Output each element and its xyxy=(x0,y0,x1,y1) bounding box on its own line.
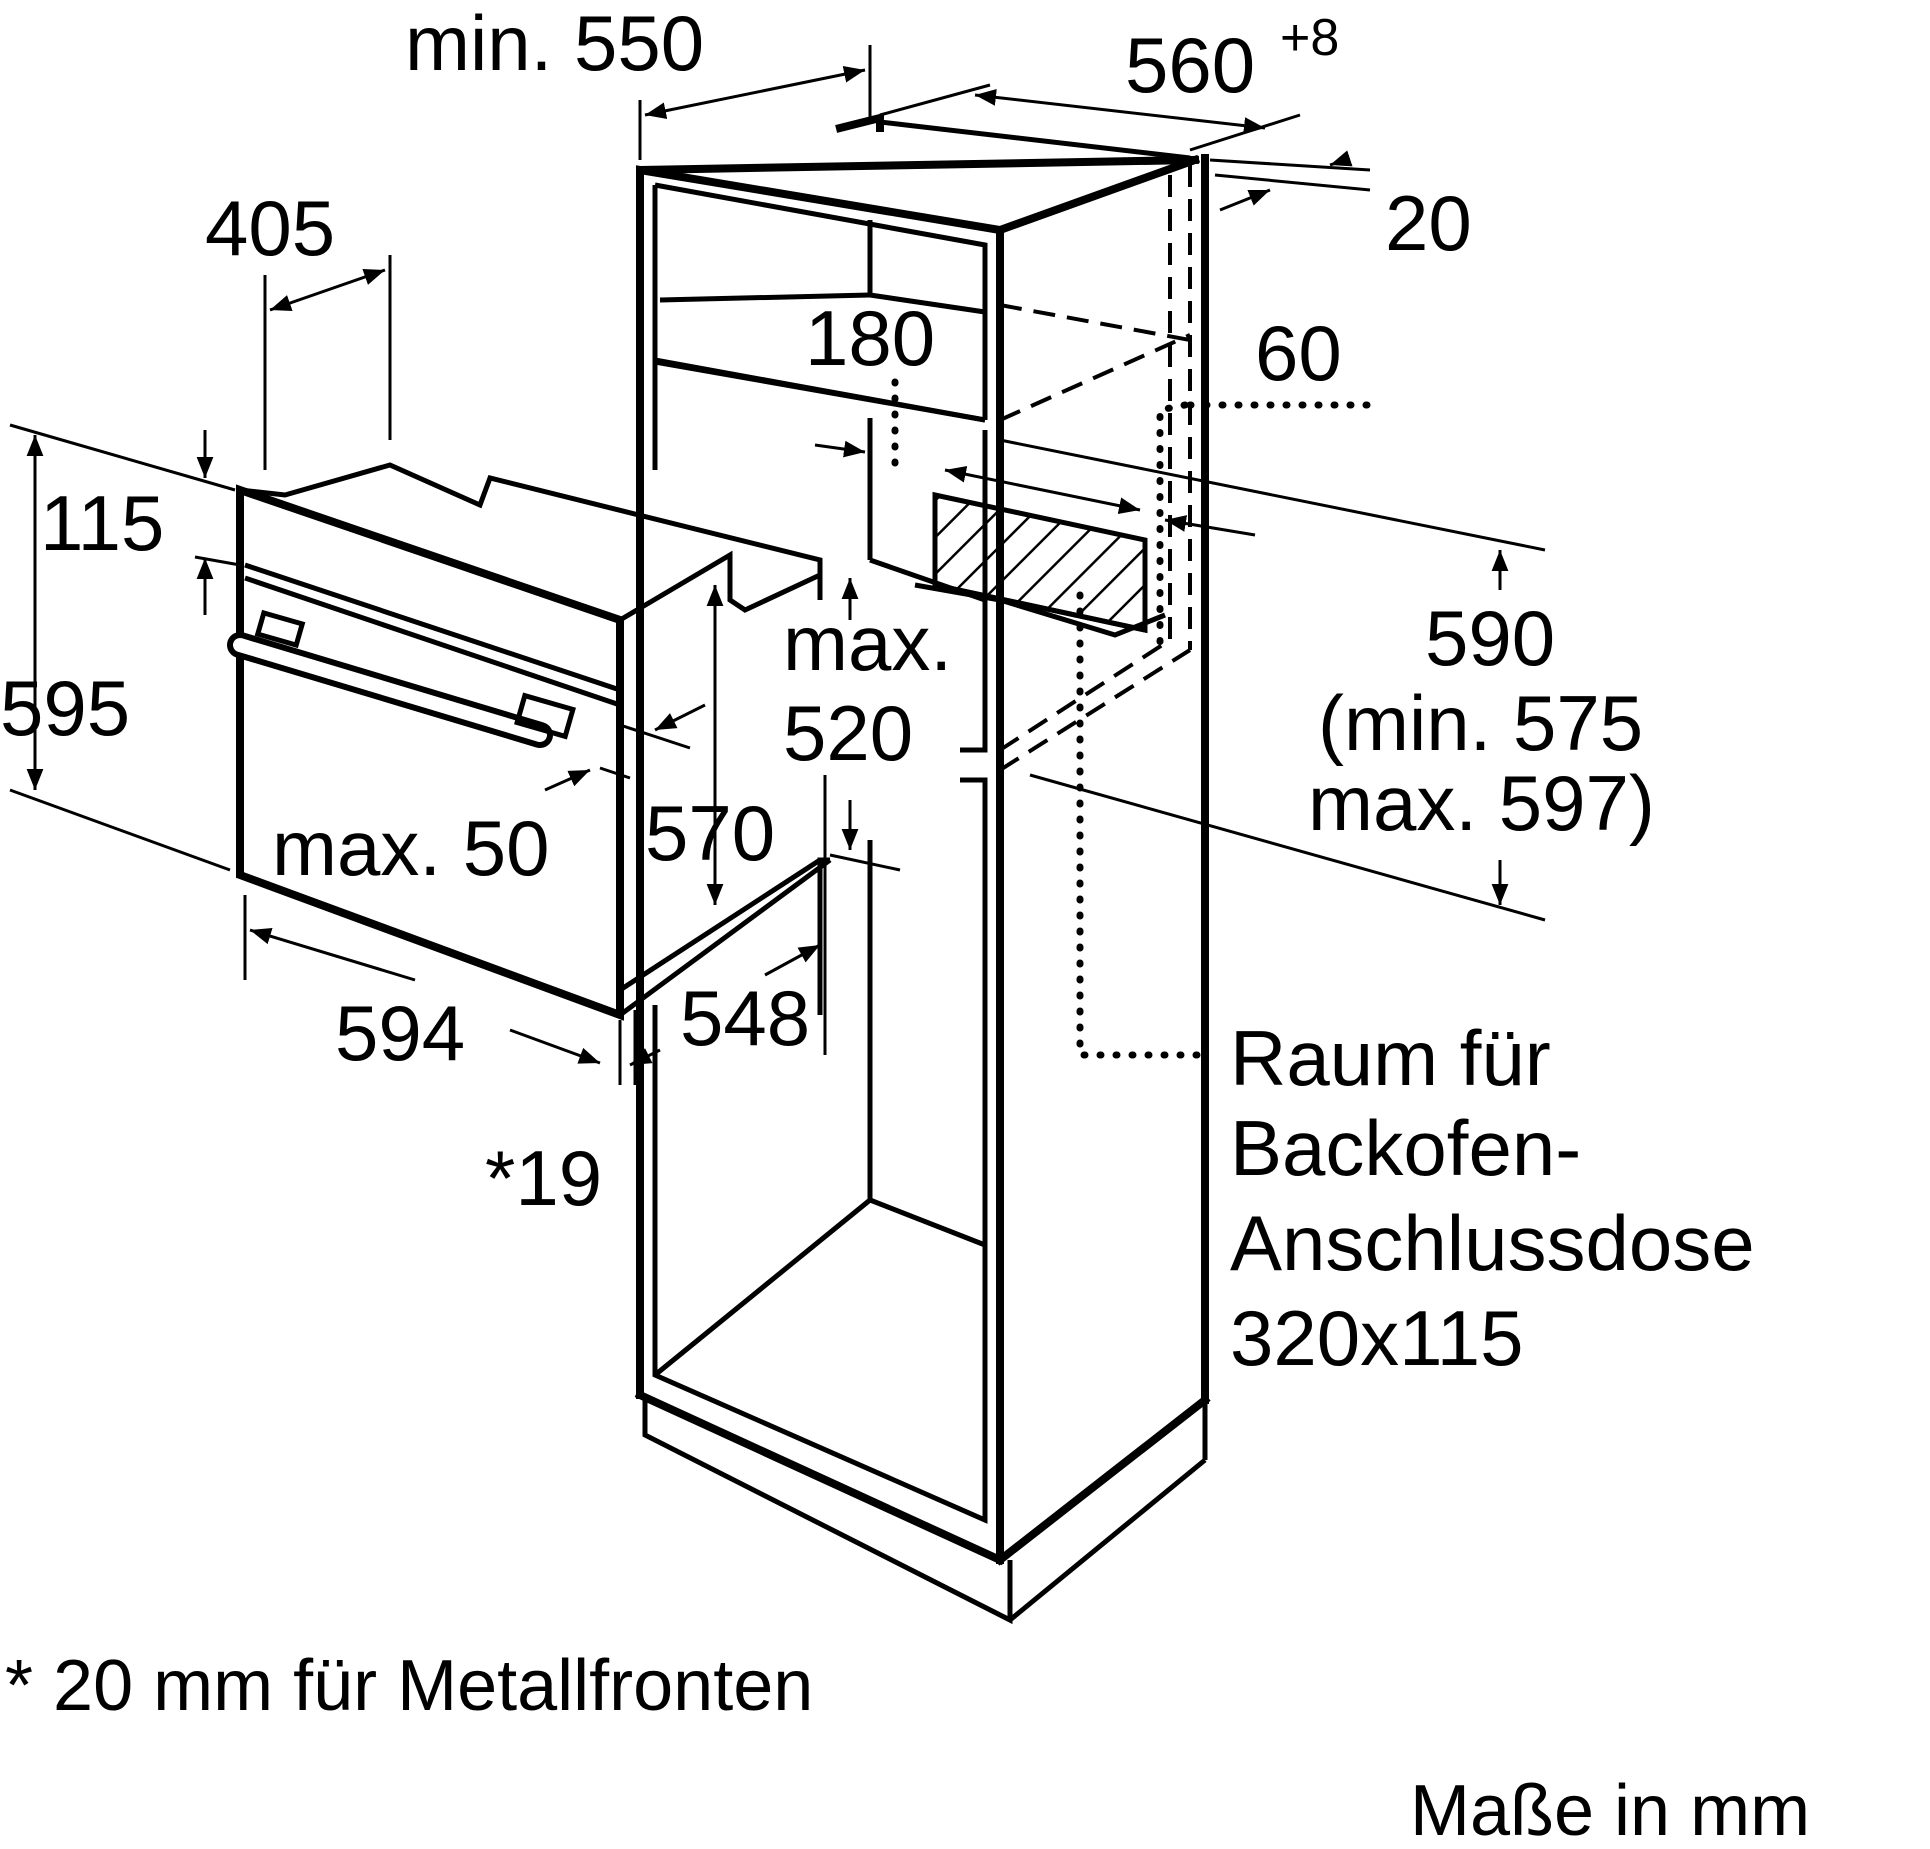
tall-cabinet xyxy=(634,112,1374,1625)
oven-appliance xyxy=(227,462,832,1021)
label-405: 405 xyxy=(205,184,335,272)
label-570: 570 xyxy=(645,789,775,877)
label-60: 60 xyxy=(1255,309,1342,397)
label-socket-line3: Anschlussdose xyxy=(1230,1199,1755,1287)
label-max-50: max. 50 xyxy=(272,804,549,892)
label-594: 594 xyxy=(335,989,465,1077)
label-20: 20 xyxy=(1385,179,1472,267)
label-min-575: (min. 575 xyxy=(1318,679,1643,767)
label-min-550: min. 550 xyxy=(405,0,704,87)
label-max520-line1: max. xyxy=(783,599,952,687)
label-595: 595 xyxy=(0,664,130,752)
label-socket-line1: Raum für xyxy=(1230,1014,1551,1102)
label-115: 115 xyxy=(40,479,164,567)
socket-leader-dotted xyxy=(1076,591,1214,1059)
label-560: 560 xyxy=(1125,21,1255,109)
dimension-labels: min. 550 560 +8 20 405 180 60 115 595 ma… xyxy=(0,0,1810,1849)
label-590: 590 xyxy=(1425,594,1555,682)
units-note: Maße in mm xyxy=(1410,1771,1810,1849)
footnote-metal-fronts: * 20 mm für Metallfronten xyxy=(5,1646,813,1726)
label-max-597: max. 597) xyxy=(1308,759,1655,847)
label-max520-line2: 520 xyxy=(783,689,913,777)
label-star-19: *19 xyxy=(485,1134,602,1222)
label-180: 180 xyxy=(805,294,935,382)
label-548: 548 xyxy=(680,974,810,1062)
dimension-lines xyxy=(9,45,1546,1085)
oven-front xyxy=(236,484,624,1021)
label-socket-line4: 320x115 xyxy=(1230,1294,1524,1382)
label-socket-line2: Backofen- xyxy=(1230,1104,1581,1192)
label-560-tolerance: +8 xyxy=(1280,9,1339,67)
